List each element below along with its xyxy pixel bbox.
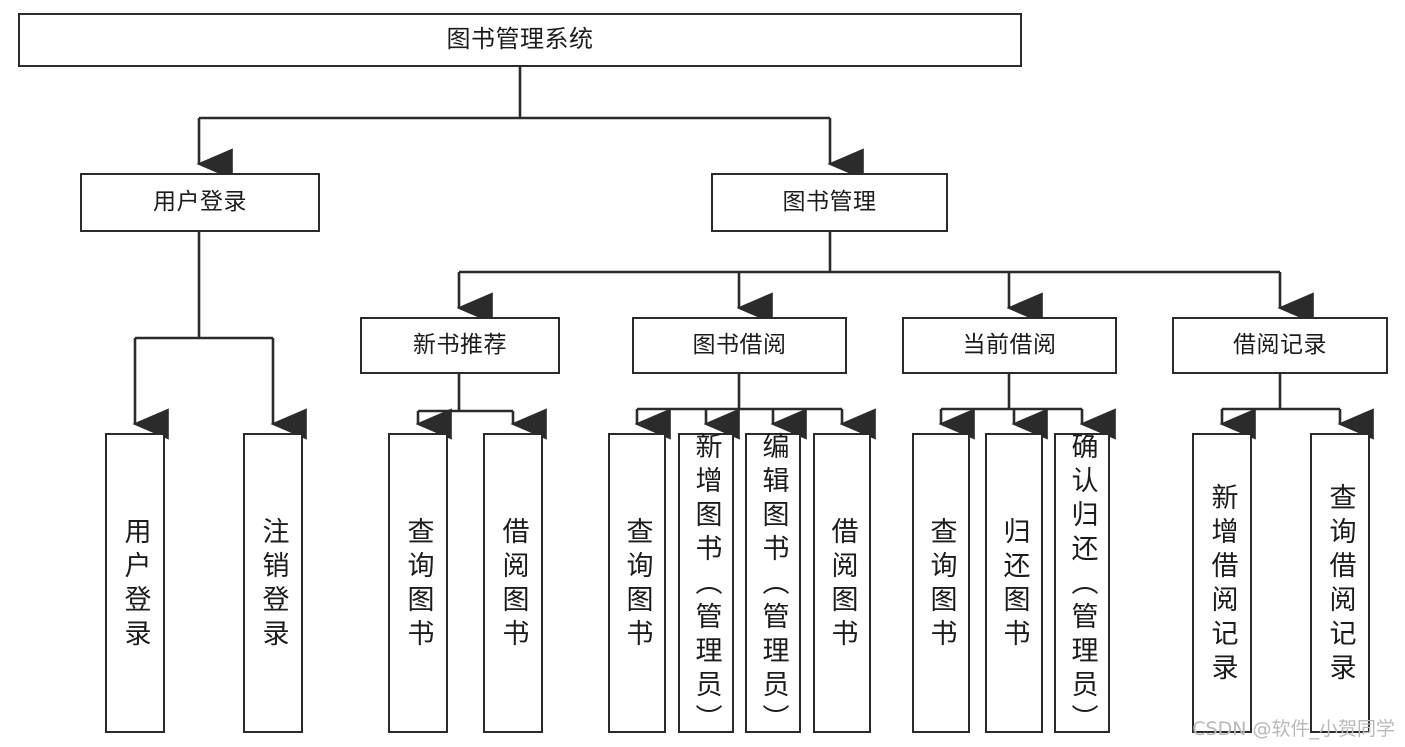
leaf-borrow-borrow-book[interactable]: 借阅图书 [813, 433, 871, 733]
node-user-login-label: 用户登录 [153, 189, 247, 216]
leaf-current-confirm-return[interactable]: 确认归还（管理员） [1054, 432, 1110, 738]
node-current-borrow[interactable]: 当前借阅 [902, 317, 1117, 374]
node-borrow-record-label: 借阅记录 [1233, 332, 1327, 359]
node-root-label: 图书管理系统 [446, 25, 594, 54]
leaf-record-add[interactable]: 新增借阅记录 [1192, 433, 1252, 733]
node-book-management[interactable]: 图书管理 [711, 173, 948, 232]
leaf-record-add-label: 新增借阅记录 [1206, 483, 1238, 687]
node-current-borrow-label: 当前借阅 [962, 332, 1057, 359]
leaf-current-query[interactable]: 查询图书 [912, 433, 970, 733]
node-book-borrow[interactable]: 图书借阅 [632, 317, 847, 374]
leaf-record-query-label: 查询借阅记录 [1324, 483, 1356, 687]
leaf-current-return-label: 归还图书 [998, 517, 1030, 653]
leaf-borrow-query-label: 查询图书 [621, 517, 653, 653]
leaf-current-return[interactable]: 归还图书 [985, 433, 1043, 733]
leaf-current-query-label: 查询图书 [925, 517, 957, 653]
leaf-borrow-edit-book[interactable]: 编辑图书（管理员） [745, 432, 801, 738]
leaf-user-login-login[interactable]: 用户登录 [105, 433, 165, 733]
leaf-user-login-login-label: 用户登录 [119, 517, 151, 653]
node-book-borrow-label: 图书借阅 [692, 332, 787, 359]
leaf-borrow-query[interactable]: 查询图书 [608, 433, 666, 733]
leaf-user-login-logout-label: 注销登录 [257, 517, 289, 653]
node-new-book-recommend[interactable]: 新书推荐 [360, 317, 560, 374]
node-borrow-record[interactable]: 借阅记录 [1172, 317, 1388, 374]
node-root[interactable]: 图书管理系统 [18, 13, 1022, 67]
leaf-current-confirm-return-label: 确认归还（管理员） [1066, 432, 1098, 738]
leaf-borrow-edit-book-label: 编辑图书（管理员） [757, 432, 789, 738]
leaf-new-book-query-label: 查询图书 [402, 517, 434, 653]
leaf-borrow-borrow-book-label: 借阅图书 [826, 517, 858, 653]
leaf-user-login-logout[interactable]: 注销登录 [243, 433, 303, 733]
leaf-new-book-borrow[interactable]: 借阅图书 [483, 433, 543, 733]
leaf-record-query[interactable]: 查询借阅记录 [1310, 433, 1370, 733]
leaf-borrow-add-book-label: 新增图书（管理员） [690, 432, 722, 738]
leaf-new-book-borrow-label: 借阅图书 [497, 517, 529, 653]
node-book-management-label: 图书管理 [782, 189, 877, 216]
leaf-borrow-add-book[interactable]: 新增图书（管理员） [678, 432, 734, 738]
leaf-new-book-query[interactable]: 查询图书 [388, 433, 448, 733]
node-user-login[interactable]: 用户登录 [80, 173, 320, 232]
node-new-book-recommend-label: 新书推荐 [413, 332, 507, 359]
